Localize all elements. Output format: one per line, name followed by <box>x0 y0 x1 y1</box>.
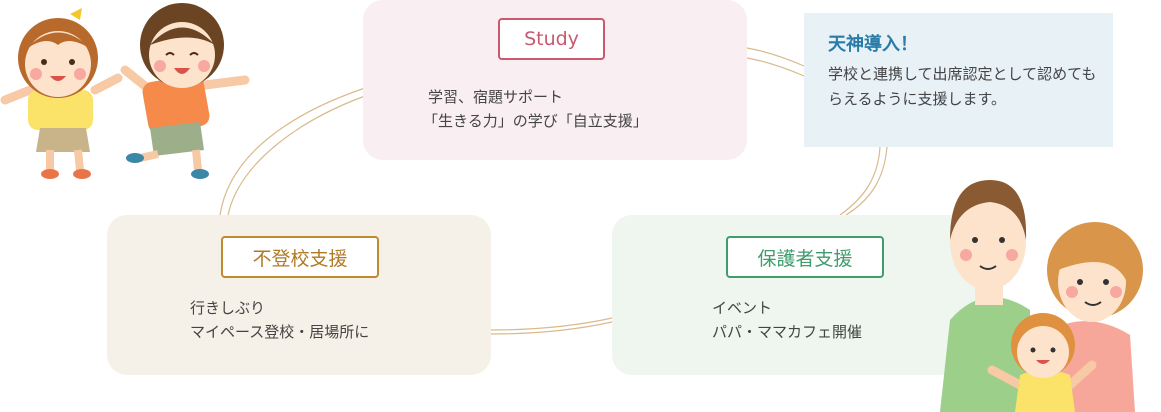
child-icon <box>987 313 1097 412</box>
info-title: 天神導入！ <box>828 34 918 55</box>
father-icon <box>940 180 1030 412</box>
futoko-line-2: マイペース登校・居場所に <box>190 323 370 341</box>
parents-line-2: パパ・ママカフェ開催 <box>712 323 863 341</box>
girl-icon <box>0 8 123 179</box>
children-illustration <box>0 3 250 179</box>
info-box: 天神導入！ 学校と連携して出席認定として認めてもらえるように支援します。 <box>804 13 1113 147</box>
boy-icon <box>120 3 250 179</box>
study-line-2: 「生きる力」の学び「自立支援」 <box>423 112 648 130</box>
futoko-label: 不登校支援 <box>221 236 379 278</box>
futoko-line-1: 行きしぶり <box>190 299 266 317</box>
study-line-1: 学習、宿題サポート <box>428 88 564 106</box>
parents-label: 保護者支援 <box>726 236 884 278</box>
study-label: Study <box>498 18 605 60</box>
futoko-card: 不登校支援 行きしぶり マイペース登校・居場所に <box>107 215 491 375</box>
info-body: 学校と連携して出席認定として認めてもらえるように支援します。 <box>828 65 1097 108</box>
study-card: Study 学習、宿題サポート 「生きる力」の学び「自立支援」 <box>363 0 747 160</box>
family-illustration <box>940 180 1143 412</box>
parents-line-1: イベント <box>712 299 773 317</box>
parents-card: 保護者支援 イベント パパ・ママカフェ開催 <box>612 215 996 375</box>
